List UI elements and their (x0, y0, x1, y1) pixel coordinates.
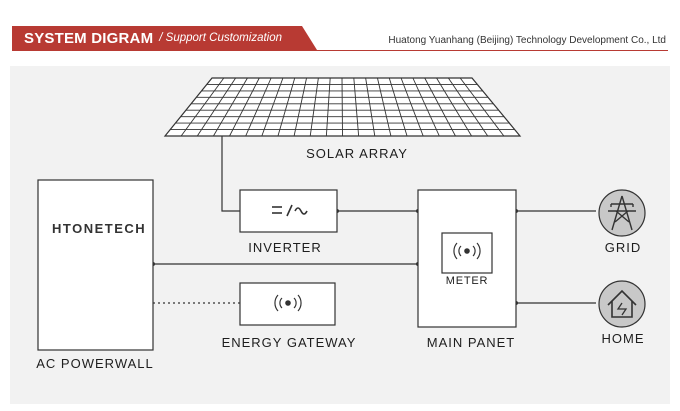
wireless-signal-icon (274, 294, 302, 312)
energy-gateway-label: ENERGY GATEWAY (221, 335, 357, 350)
transmission-tower-icon (598, 189, 646, 237)
wire-solar-to-inverter (221, 136, 240, 212)
solar-grid-line (388, 77, 408, 137)
dc-ac-icon (272, 204, 308, 217)
page-title: SYSTEM DIGRAM (24, 29, 154, 47)
home-label: HOME (601, 331, 645, 346)
solar-grid-line (245, 77, 272, 137)
meter-label: METER (445, 275, 489, 287)
header: SYSTEM DIGRAM / Support Customization Hu… (0, 0, 680, 58)
page-subtitle: / Support Customization (159, 32, 283, 44)
solar-grid-line (277, 77, 296, 137)
solar-grid-line (447, 77, 489, 137)
powerwall-box (37, 179, 154, 351)
title-banner: SYSTEM DIGRAM / Support Customization (12, 26, 317, 50)
solar-grid-line (377, 77, 392, 137)
inverter-label: INVERTER (248, 240, 322, 255)
solar-grid-line (325, 77, 331, 137)
grid-label: GRID (604, 240, 642, 255)
solar-grid-line (365, 77, 376, 137)
house-icon (598, 280, 646, 328)
solar-grid-line (436, 77, 472, 137)
solar-grid-line (261, 77, 284, 137)
solar-grid-line (180, 77, 225, 137)
header-divider (12, 50, 668, 51)
solar-grid-line (412, 77, 440, 137)
solar-grid-line (293, 77, 307, 137)
solar-grid-line (229, 77, 260, 137)
main-panel-label: MAIN PANET (426, 335, 516, 350)
wiring (153, 136, 596, 304)
solar-grid-line (459, 77, 505, 137)
solar-array-panel (163, 77, 522, 137)
meter-signal-icon (453, 242, 481, 260)
solar-grid-line (400, 77, 424, 137)
solar-grid-line (196, 77, 237, 137)
powerwall-label: AC POWERWALL (36, 356, 154, 371)
solar-array-label: SOLAR ARRAY (306, 146, 408, 161)
solar-grid-line (353, 77, 360, 137)
solar-grid-line (424, 77, 456, 137)
inverter-box (239, 189, 338, 233)
solar-grid-line (213, 77, 248, 137)
solar-grid-line (341, 77, 343, 137)
company-name: Huatong Yuanhang (Beijing) Technology De… (388, 35, 666, 46)
solar-grid-line (309, 77, 319, 137)
brand-logo: HTONETECH (52, 221, 147, 236)
